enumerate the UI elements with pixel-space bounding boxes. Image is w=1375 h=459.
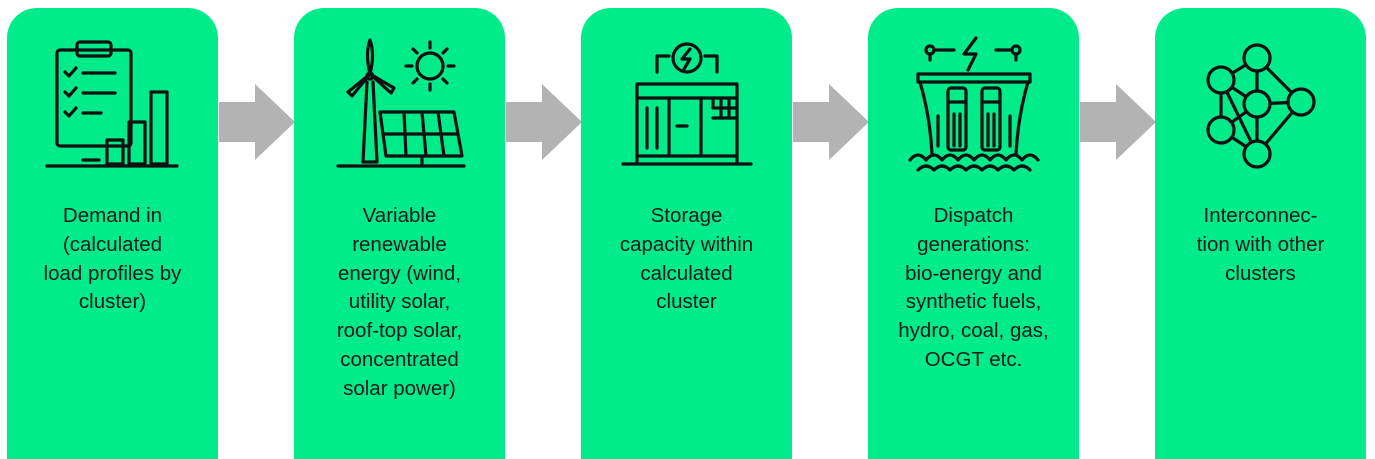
step-card-interconnection: Interconnec-tion with other clusters [1155, 8, 1366, 459]
hydro-dam-icon [904, 36, 1044, 176]
flow-arrow-3 [793, 84, 869, 160]
flow-arrow-2 [506, 84, 582, 160]
battery-storage-icon [617, 36, 757, 176]
wind-solar-icon [330, 36, 470, 176]
step-label: Interconnec-tion with other clusters [1196, 204, 1325, 285]
flow-arrow-4 [1080, 84, 1156, 160]
clipboard-chart-icon [43, 36, 183, 176]
flow-arrow-1 [219, 84, 295, 160]
network-nodes-icon [1191, 36, 1331, 176]
